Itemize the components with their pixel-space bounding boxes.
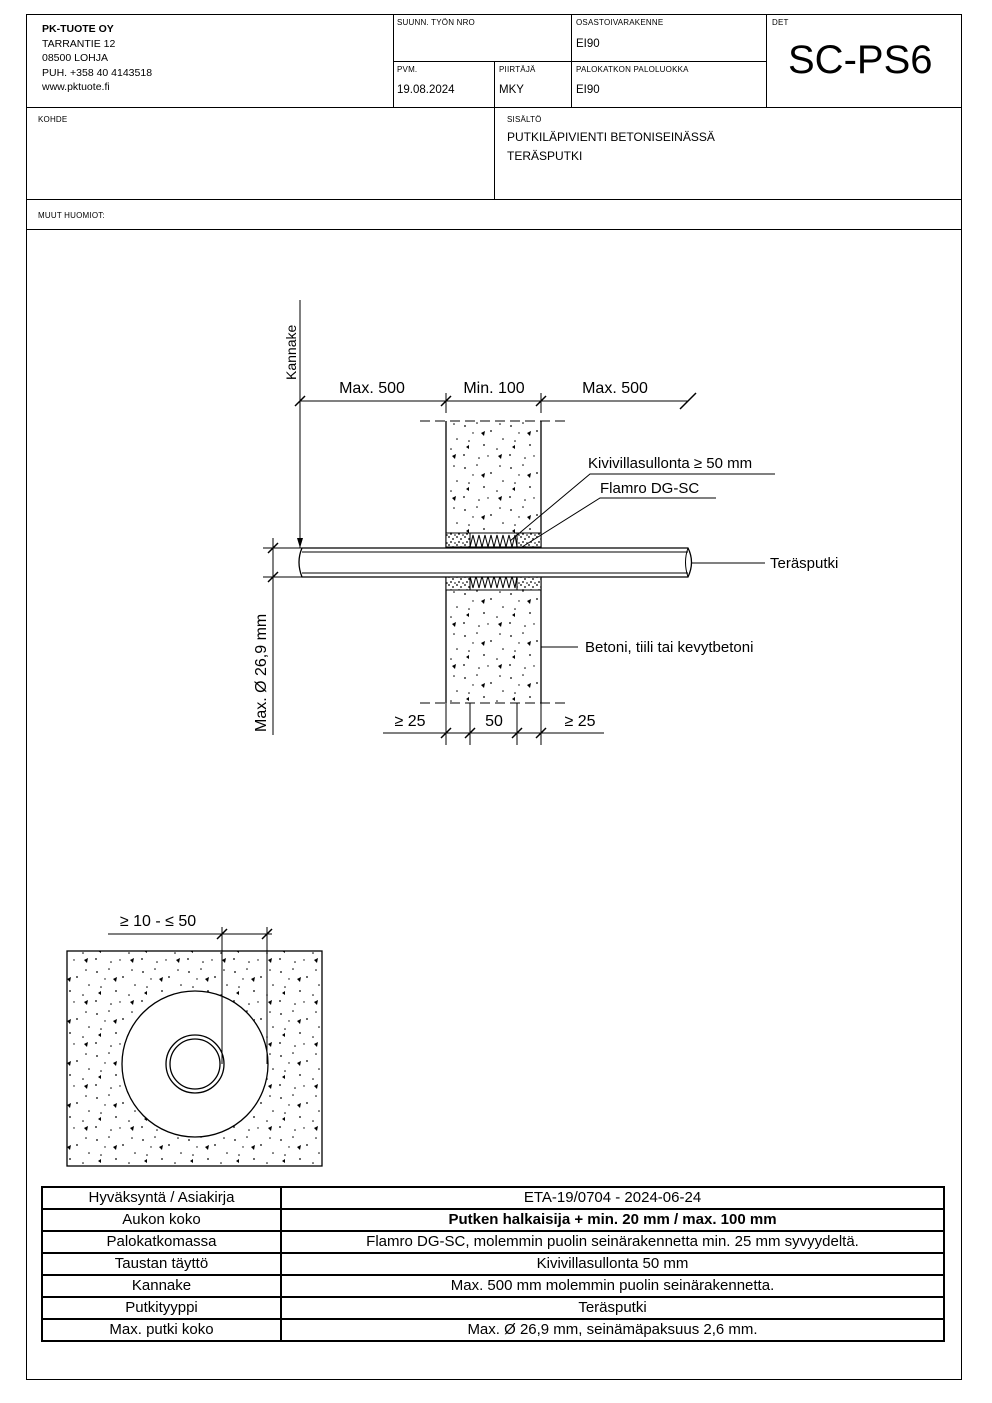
content-block: PUTKILÄPIVIENTI BETONISEINÄSSÄ TERÄSPUTK… — [507, 128, 715, 166]
fire-seal-top — [445, 532, 542, 548]
table-key-cell: Putkityyppi — [41, 1296, 282, 1320]
fire-seal-bottom — [445, 575, 542, 591]
table-value-cell: Kivivillasullonta 50 mm — [280, 1252, 945, 1276]
title-vline-3 — [766, 14, 767, 107]
det-value: SC-PS6 — [788, 38, 933, 82]
table-key-cell: Taustan täyttö — [41, 1252, 282, 1276]
fire-class-label: PALOKATKON PALOLUOKKA — [576, 65, 689, 74]
company-phone: PUH. +358 40 4143518 — [42, 66, 153, 79]
title-divider-mid — [393, 61, 766, 62]
dim-ge25-right: ≥ 25 — [564, 713, 595, 730]
drawer-label: PIIRTÄJÄ — [499, 65, 536, 74]
work-no-label: SUUNN. TYÖN NRO — [397, 18, 475, 27]
title-vline-1 — [393, 14, 394, 107]
label-betoni: Betoni, tiili tai kevytbetoni — [585, 639, 753, 656]
table-key-cell: Aukon koko — [41, 1208, 282, 1232]
det-label: DET — [772, 18, 789, 27]
table-value-cell: Max. 500 mm molemmin puolin seinärakenne… — [280, 1274, 945, 1298]
dim-50: 50 — [485, 713, 503, 730]
hanger-dimension: Kannake — [283, 300, 303, 548]
dim-ge25-left: ≥ 25 — [394, 713, 425, 730]
date-label: PVM. — [397, 65, 418, 74]
label-kivivilla: Kivivillasullonta ≥ 50 mm — [588, 455, 752, 472]
table-key-cell: Hyväksyntä / Asiakirja — [41, 1186, 282, 1210]
cross-section: ≥ 10 - ≤ 50 — [66, 913, 323, 1167]
table-key-cell: Kannake — [41, 1274, 282, 1298]
dim-min100: Min. 100 — [463, 380, 524, 397]
steel-pipe — [298, 547, 693, 578]
content-line2: TERÄSPUTKI — [507, 149, 583, 163]
company-name: PK-TUOTE OY — [42, 23, 114, 35]
table-value-cell: ETA-19/0704 - 2024-06-24 — [280, 1186, 945, 1210]
title-divider-3 — [26, 229, 962, 230]
drawer-value: MKY — [499, 84, 524, 96]
label-terasputki: Teräsputki — [770, 555, 838, 572]
table-value-cell: Putken halkaisija + min. 20 mm / max. 10… — [280, 1208, 945, 1232]
pipe-diameter-dimension: Max. Ø 26,9 mm — [253, 538, 302, 735]
table-value-cell: Teräsputki — [280, 1296, 945, 1320]
table-value-cell: Flamro DG-SC, molemmin puolin seinäraken… — [280, 1230, 945, 1254]
title-divider-2 — [26, 199, 962, 200]
leaders: Kivivillasullonta ≥ 50 mm Flamro DG-SC T… — [509, 455, 838, 656]
dim-max500-left: Max. 500 — [339, 380, 405, 397]
label-flamro: Flamro DG-SC — [600, 480, 699, 497]
title-vline-4 — [494, 61, 495, 199]
top-dimensions: Max. 500 Min. 100 Max. 500 — [294, 380, 697, 413]
content-label: SISÄLTÖ — [507, 115, 542, 124]
company-street: TARRANTIE 12 — [42, 37, 116, 50]
component-value: EI90 — [576, 38, 600, 50]
dim-pipe: Max. Ø 26,9 mm — [253, 614, 270, 732]
table-value-cell: Max. Ø 26,9 mm, seinämäpaksuus 2,6 mm. — [280, 1318, 945, 1342]
wall-section — [420, 420, 570, 704]
bottom-dimensions: ≥ 25 50 ≥ 25 — [383, 703, 604, 745]
notes-label: MUUT HUOMIOT: — [38, 211, 105, 220]
kannake-label: Kannake — [283, 325, 299, 380]
drawing-frame — [26, 14, 962, 1380]
company-block: PK-TUOTE OY TARRANTIE 12 08500 LOHJA PUH… — [42, 22, 152, 95]
fire-class-value: EI90 — [576, 84, 600, 96]
dim-max500-right: Max. 500 — [582, 380, 648, 397]
title-vline-2 — [571, 14, 572, 107]
date-value: 19.08.2024 — [397, 84, 455, 96]
table-key-cell: Max. putki koko — [41, 1318, 282, 1342]
dim-gap: ≥ 10 - ≤ 50 — [120, 913, 196, 930]
content-line1: PUTKILÄPIVIENTI BETONISEINÄSSÄ — [507, 130, 715, 144]
target-label: KOHDE — [38, 115, 68, 124]
company-web[interactable]: www.pktuote.fi — [42, 81, 110, 93]
component-label: OSASTOIVARAKENNE — [576, 18, 664, 27]
company-city: 08500 LOHJA — [42, 52, 108, 64]
table-key-cell: Palokatkomassa — [41, 1230, 282, 1254]
